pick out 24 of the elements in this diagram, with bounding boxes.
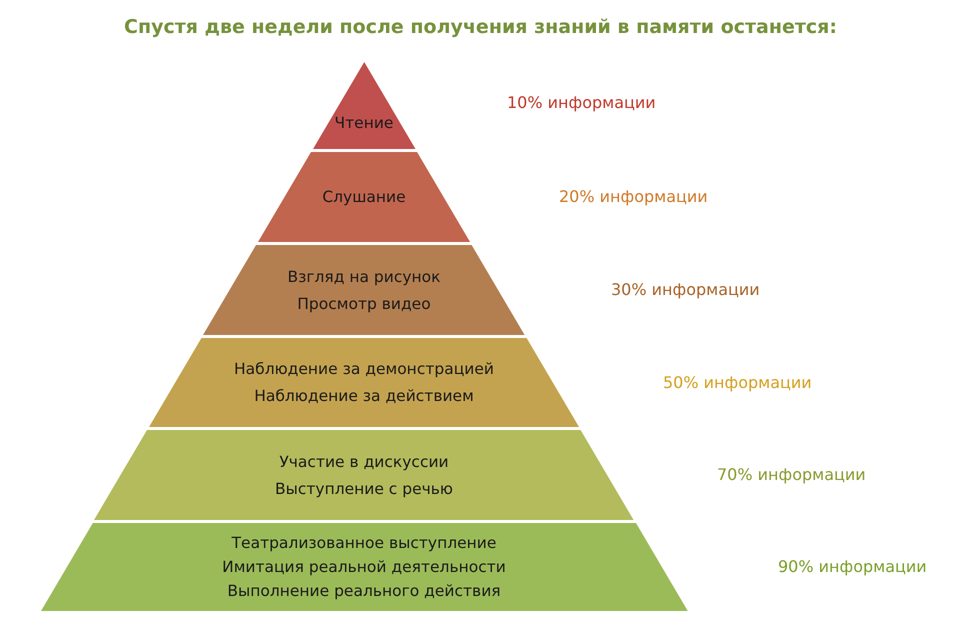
level-text: Участие в дискуссии [279, 452, 449, 470]
percentage-label: 90% информации [778, 557, 927, 576]
level-text: Наблюдение за действием [254, 387, 474, 405]
level-text: Выполнение реального действия [227, 582, 501, 600]
pyramid-level [258, 152, 470, 242]
level-text: Слушание [322, 188, 406, 206]
pyramid-level [40, 523, 688, 611]
percentage-label: 70% информации [717, 465, 866, 484]
percentage-label: 10% информации [507, 92, 656, 112]
percentage-label: 50% информации [663, 372, 812, 392]
pyramid-level [312, 62, 416, 149]
pyramid-level [203, 245, 525, 335]
level-text: Выступление с речью [274, 480, 453, 498]
level-text: Взгляд на рисунок [287, 268, 441, 286]
level-text: Наблюдение за демонстрацией [234, 360, 494, 378]
pyramid-level [148, 338, 579, 427]
level-text: Просмотр видео [297, 294, 431, 312]
percentage-label: 20% информации [559, 187, 708, 206]
title: Спустя две недели после получения знаний в памяти останется: [123, 16, 838, 38]
percentage-label: 30% информации [611, 280, 760, 299]
level-text: Чтение [334, 114, 394, 132]
pyramid-level [94, 430, 634, 520]
level-text: Театрализованное выступление [232, 534, 496, 552]
level-text: Имитация реальной деятельности [222, 558, 506, 576]
